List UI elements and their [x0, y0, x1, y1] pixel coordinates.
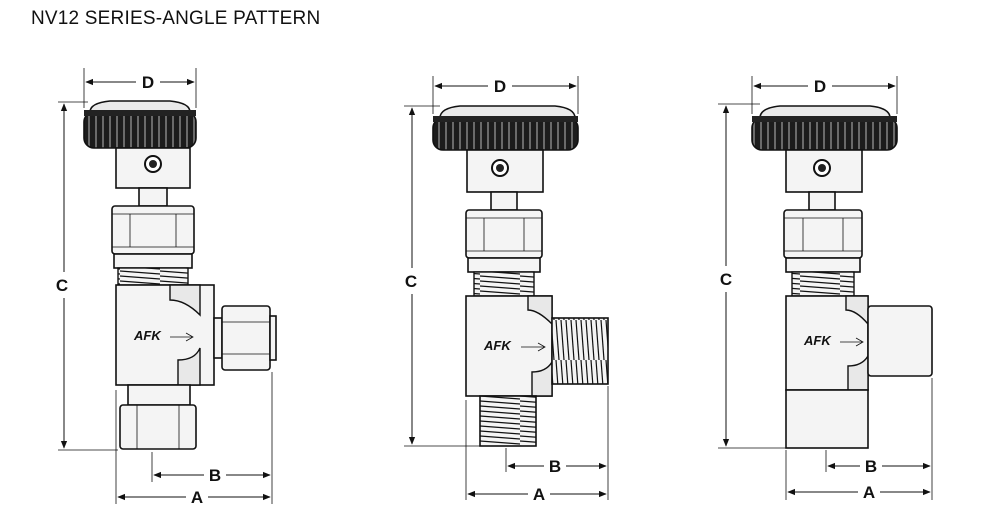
- dimension-d-label: D: [814, 77, 826, 96]
- valve-body: [465, 295, 553, 397]
- dimension-b-label: B: [865, 457, 877, 476]
- valve-female-npt-ends: AFK D C B A: [718, 76, 933, 502]
- valve-body: [115, 284, 215, 386]
- lock-nut: [467, 257, 541, 273]
- dimension-c-label: C: [720, 270, 732, 289]
- packing-nut: [111, 205, 195, 255]
- packing-nut: [783, 209, 863, 259]
- brand-label: AFK: [483, 338, 512, 353]
- stem: [138, 187, 168, 207]
- bottom-female-port: [785, 389, 869, 449]
- handwheel-knob: [83, 100, 197, 149]
- dimension-a-label: A: [533, 485, 545, 504]
- stem: [808, 191, 836, 211]
- valve-male-npt-ends: AFK D C B A: [404, 76, 609, 504]
- valve-body: [785, 295, 869, 391]
- dimension-d-label: D: [142, 73, 154, 92]
- dimension-c-label: C: [56, 276, 68, 295]
- handwheel-knob: [432, 105, 579, 151]
- side-compression-fitting: [213, 305, 277, 371]
- dimension-c-label: C: [405, 272, 417, 291]
- bonnet-threads: [791, 271, 855, 297]
- bottom-male-thread: [479, 395, 537, 447]
- bottom-compression-fitting: [119, 384, 197, 450]
- brand-label: AFK: [803, 333, 832, 348]
- lock-nut: [113, 253, 193, 269]
- dimension-a-label: A: [863, 483, 875, 502]
- valve-compression-ends: AFK D C B: [56, 68, 277, 507]
- lock-nut: [785, 257, 861, 273]
- dimension-b-label: B: [209, 466, 221, 485]
- side-female-port: [867, 305, 933, 377]
- dimension-b-label: B: [549, 457, 561, 476]
- bonnet-threads: [117, 267, 189, 286]
- bonnet-threads: [473, 271, 535, 297]
- page-title: NV12 SERIES-ANGLE PATTERN: [31, 8, 321, 29]
- dimension-d-label: D: [494, 77, 506, 96]
- stem: [490, 191, 518, 211]
- brand-label: AFK: [133, 328, 162, 343]
- side-male-thread: [551, 317, 609, 385]
- dimension-a-label: A: [191, 488, 203, 507]
- handwheel-knob: [751, 105, 898, 151]
- packing-nut: [465, 209, 543, 259]
